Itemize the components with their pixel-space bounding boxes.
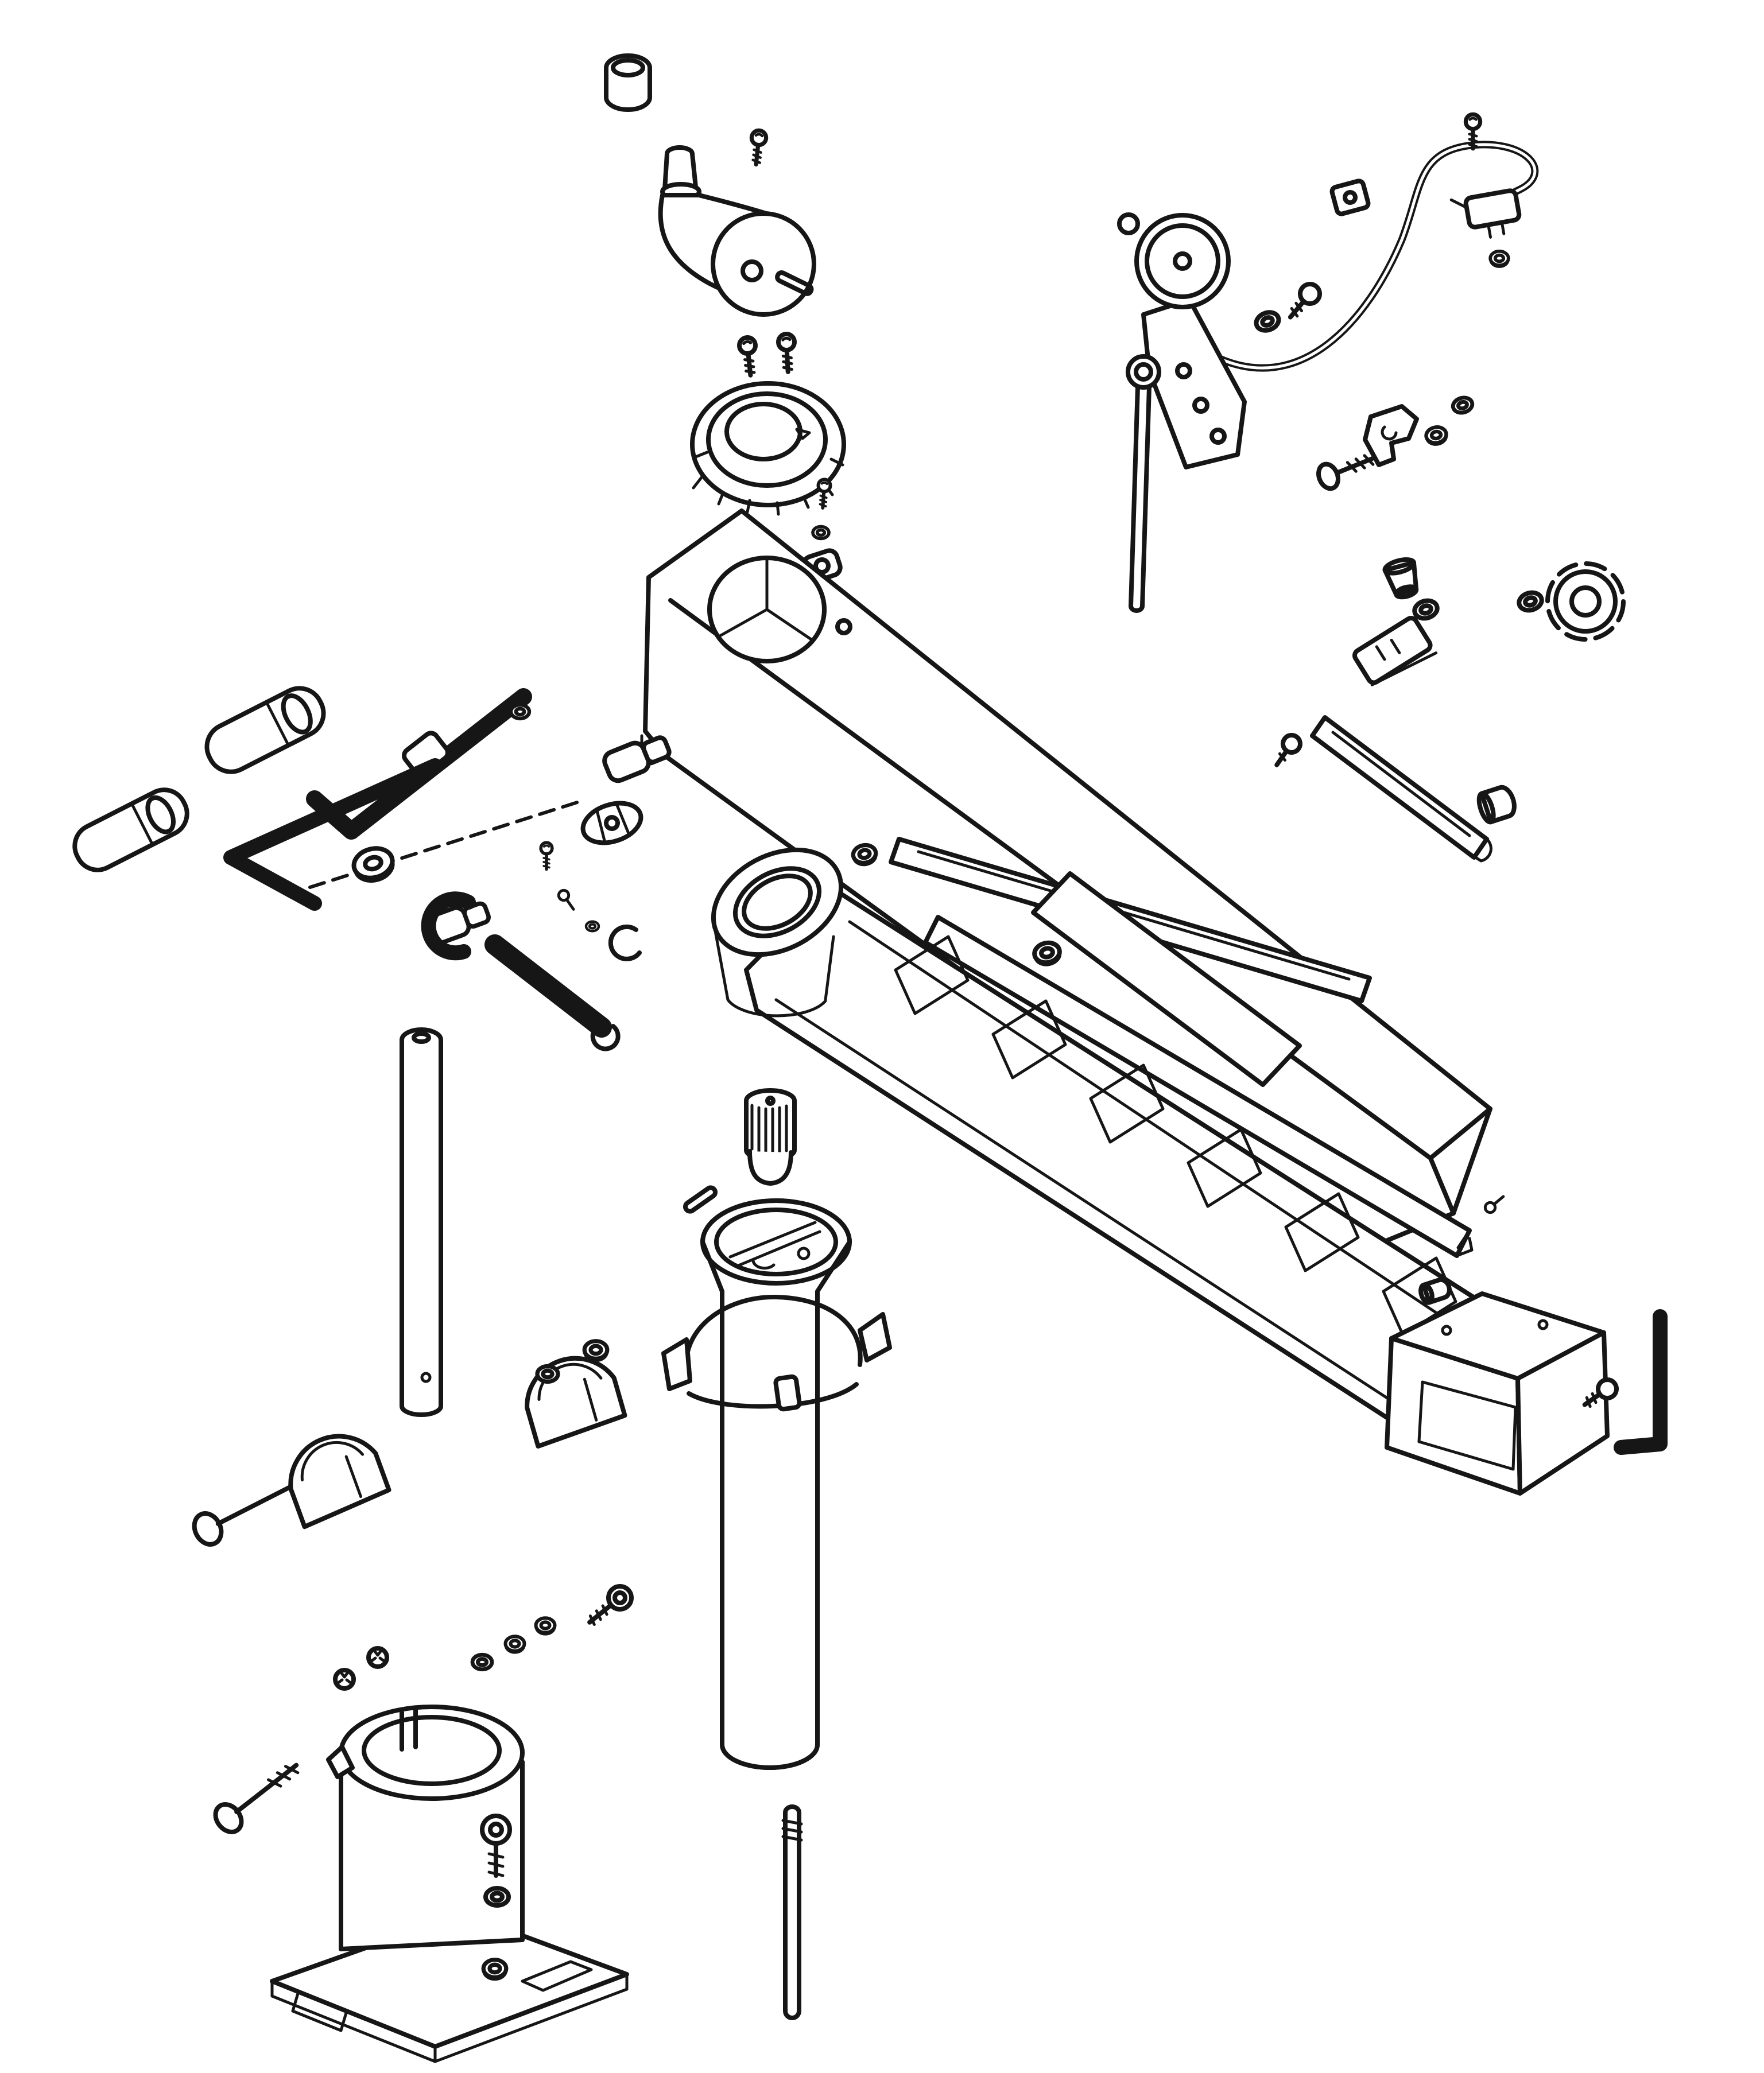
part-34-washer [486,1888,509,1905]
part-15-star-knob [1545,561,1626,642]
part-45-adapter [602,735,672,783]
part-22-rail [923,915,1474,1258]
part-39a-clamp [525,1356,627,1449]
part-30b-threaded-rod [781,1804,803,2020]
part-36-bolt [213,1763,300,1834]
part-1-knob-cap [604,53,652,112]
part-4-washer [511,705,529,719]
part-17-scale-strip [1310,715,1492,863]
part-20-cord-reel [1117,141,1539,469]
part-53-bolt [587,1584,634,1626]
part-44a-flanged-nut [351,846,395,883]
construction-dashed-line [308,799,583,889]
part-7a-nut [813,527,829,539]
part-14a-screw [1288,282,1322,320]
part-39b-clamp [288,1434,391,1529]
part-crank-handle [658,145,816,317]
part-6a-screw [817,479,831,508]
part-14b-bushing [1382,557,1419,600]
part-49-handle-sleeve [204,686,326,774]
part-2-screw [749,130,767,165]
part-6c-screw [1483,1195,1505,1214]
part-37-base-column [270,1705,629,2063]
part-13b-washer [1413,598,1439,620]
part-9-screw [541,843,552,869]
part-51-clamp-piece [580,801,643,845]
part-10-table-rod [1126,354,1161,613]
part-46-hex-key [223,758,443,911]
part-58-nut [1425,426,1448,447]
part-42-elevation-knob [744,1088,797,1186]
part-60-washer [1451,395,1474,414]
part-31b-pushnuts [335,1648,387,1688]
part-46-handle-sleeve [72,787,189,872]
part-29-clamp-ring [661,1294,892,1412]
part-35b-nut [584,1341,607,1361]
part-25-hex-key [1614,1309,1668,1455]
part-11-screw [1274,733,1302,767]
part-7b-ring [586,922,599,931]
part-24-plug [1418,1277,1452,1305]
part-31a-nuts [506,1618,555,1653]
part-32-washer [472,1655,492,1670]
part-5-dial [690,381,846,516]
part-63-nut [1490,251,1509,267]
part-57-screw [1316,454,1375,491]
part-52-clip [608,924,642,961]
part-35c-nut [483,1960,506,1979]
part-33-bolt [480,1814,512,1878]
part-3-screws [739,333,796,376]
part-43-wrench [421,891,621,1051]
part-50-washer [537,1367,558,1382]
part-26-screw [1582,1377,1619,1408]
part-30a-rod [400,1027,443,1417]
part-13a-washer [1254,309,1281,333]
part-41-pin [683,1185,718,1214]
part-12-pointer [1352,616,1438,686]
part-61-cord-clip [1329,178,1371,216]
part-64-cord-connector [1449,188,1522,239]
part-6b-screw [557,888,575,911]
part-27-end-cap [1385,1291,1610,1496]
part-18-cap [1476,785,1517,825]
part-19-name-plate [1031,871,1302,1087]
part-16-washer [1517,590,1544,612]
part-59-bracket [1363,404,1419,467]
part-29-column-tube [700,1198,852,1770]
